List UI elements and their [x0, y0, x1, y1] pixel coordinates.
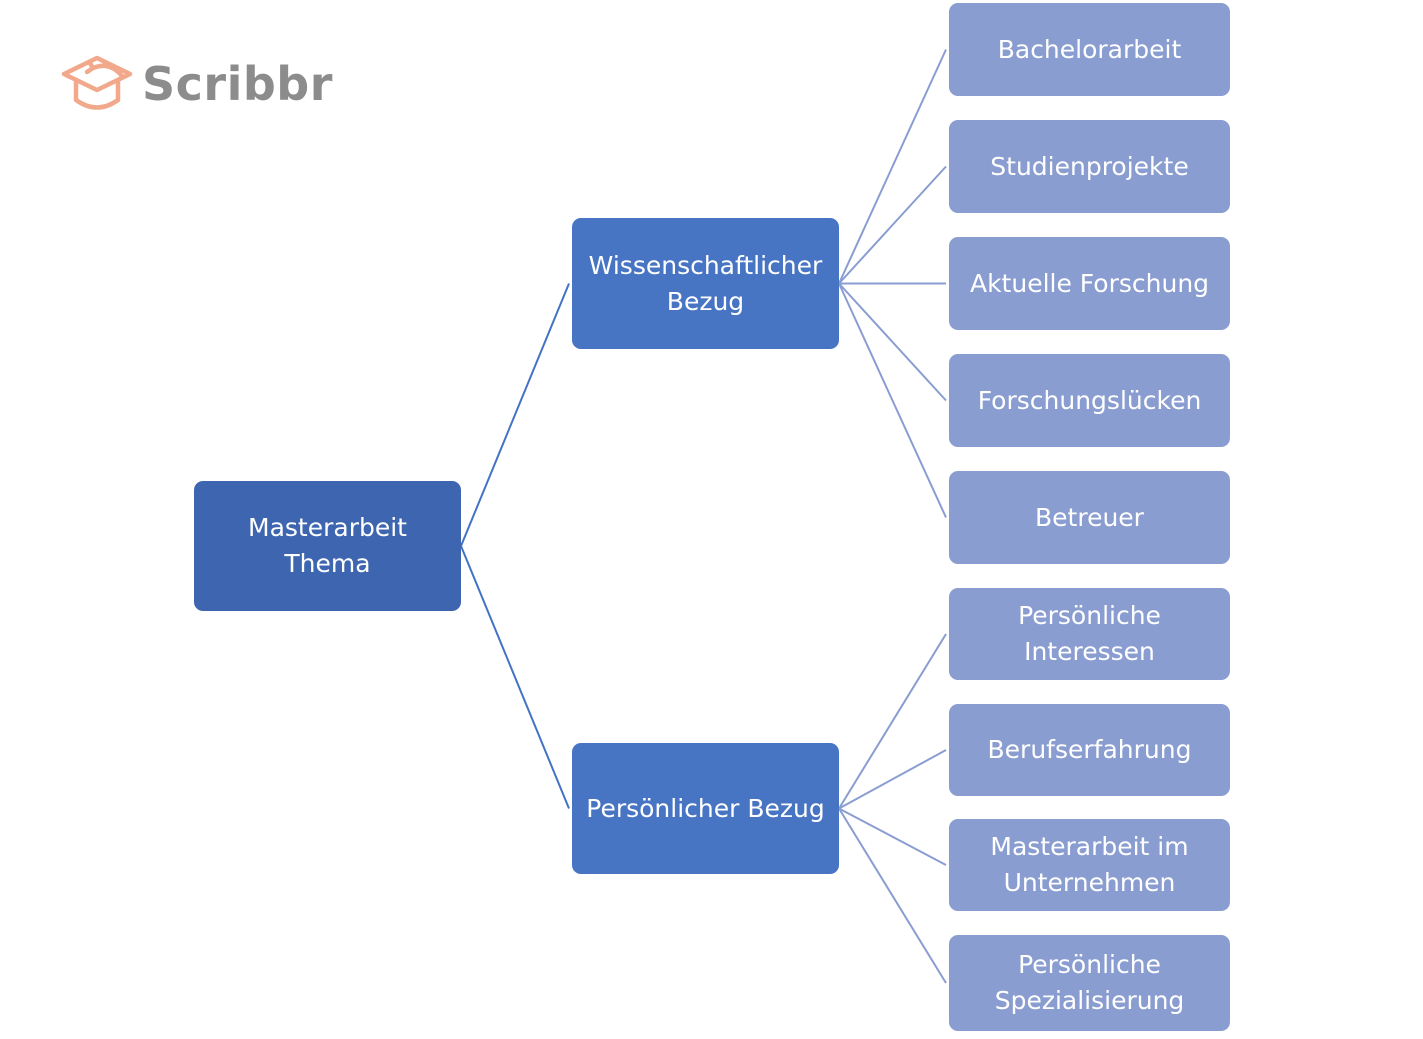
connector-branch-to-leaf	[838, 749, 947, 810]
connector-branch-to-leaf	[838, 807, 947, 984]
leaf-node-forschungsluecken[interactable]: Forschungslücken	[949, 354, 1230, 447]
leaf-node-studienprojekte[interactable]: Studienprojekte	[949, 120, 1230, 213]
leaf-node-berufserfahrung[interactable]: Berufserfahrung	[949, 704, 1230, 796]
connector-branch-to-leaf	[838, 283, 947, 518]
connector-branch-to-leaf	[838, 49, 947, 284]
leaf-node-betreuer[interactable]: Betreuer	[949, 471, 1230, 564]
scribbr-logo: Scribbr	[60, 52, 333, 116]
branch-node-wissenschaftlicher-bezug[interactable]: Wissenschaftlicher Bezug	[572, 218, 839, 349]
connector-branch-to-leaf	[838, 282, 947, 402]
connector-branch-to-leaf	[838, 165, 947, 285]
connector-root-to-branch	[460, 283, 570, 547]
branch-node-persoenlicher-bezug[interactable]: Persönlicher Bezug	[572, 743, 839, 874]
logo-text: Scribbr	[142, 57, 333, 111]
connector-root-to-branch	[460, 545, 570, 809]
leaf-node-masterarbeit-im-unternehmen[interactable]: Masterarbeit im Unternehmen	[949, 819, 1230, 911]
leaf-node-persoenliche-spezialisierung[interactable]: Persönliche Spezialisierung	[949, 935, 1230, 1031]
leaf-node-aktuelle-forschung[interactable]: Aktuelle Forschung	[949, 237, 1230, 330]
graduation-cap-icon	[61, 55, 133, 110]
leaf-node-persoenliche-interessen[interactable]: Persönliche Interessen	[949, 588, 1230, 680]
connector-branch-to-leaf	[838, 633, 947, 810]
root-node[interactable]: Masterarbeit Thema	[194, 481, 461, 611]
leaf-node-bachelorarbeit[interactable]: Bachelorarbeit	[949, 3, 1230, 96]
connector-branch-to-leaf	[838, 807, 947, 866]
